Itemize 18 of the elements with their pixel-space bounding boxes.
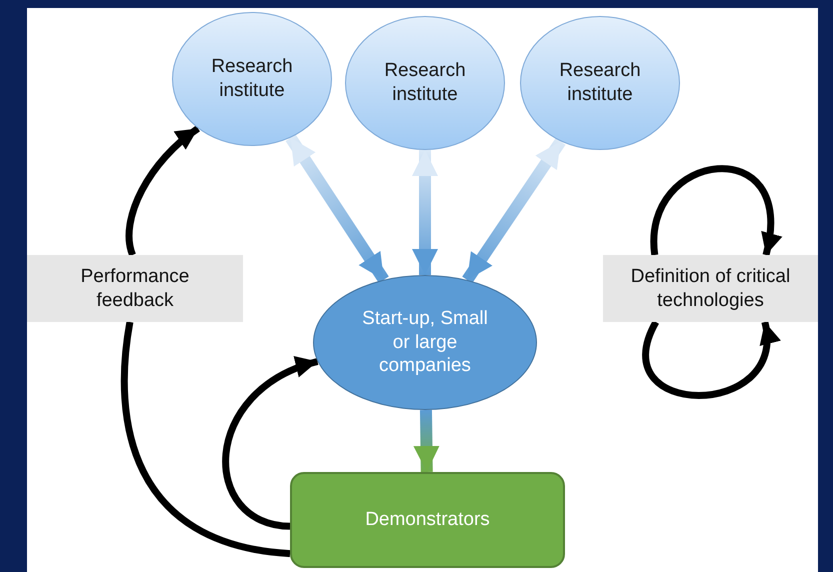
block-arrow <box>412 150 438 275</box>
node-label: Performance feedback <box>80 264 190 312</box>
label-box <box>603 255 818 322</box>
label-box <box>27 255 243 322</box>
block-arrow <box>462 138 566 284</box>
curved-arrow <box>126 126 200 256</box>
curved-arrow <box>222 358 319 530</box>
node-label: Research institute <box>383 59 467 107</box>
node-label: Definition of critical technologies <box>630 264 792 312</box>
block-arrow <box>413 410 440 472</box>
node-label: Research institute <box>210 55 294 103</box>
node-label: Demonstrators <box>365 508 490 532</box>
curved-arrow <box>651 165 780 256</box>
node-label: Start-up, Small or large companies <box>361 306 489 378</box>
block-arrow <box>286 134 389 284</box>
node-label: Research institute <box>558 59 642 107</box>
process-box <box>290 472 565 568</box>
curved-arrow <box>642 320 778 399</box>
